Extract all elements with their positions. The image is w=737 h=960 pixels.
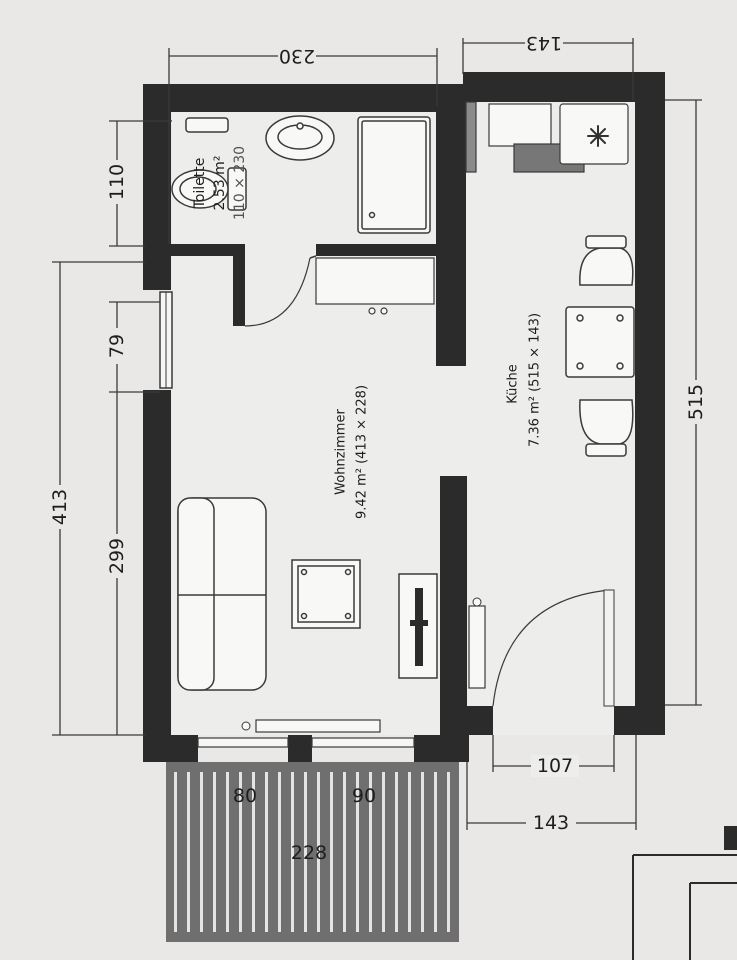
balcony-slat <box>369 772 372 932</box>
toilet-area: 2.53 m² <box>212 156 228 211</box>
toilet-name: Toilette <box>192 158 208 210</box>
toilet-door-swing <box>244 257 311 327</box>
dimension-labels: 230 143 110 79 299 413 515 107 143 80 90… <box>49 32 707 864</box>
wall-toilet-bottom-right <box>316 244 436 256</box>
adjacent-plan-fragment <box>632 826 737 960</box>
balcony-slat <box>421 772 424 932</box>
balcony-slat <box>213 772 216 932</box>
balcony-slat <box>187 772 190 932</box>
chair-bottom <box>579 399 634 445</box>
living-room-area: 9.42 m² (413 × 228) <box>355 385 370 519</box>
kitchen-door-swing <box>492 589 611 707</box>
bottom-windows <box>197 737 415 748</box>
outer-walls <box>143 72 665 762</box>
left-window <box>159 291 173 389</box>
wall-bottom-mid <box>288 735 312 762</box>
wall-left-upper <box>143 84 171 290</box>
balcony-slat <box>291 772 294 932</box>
radiator <box>241 719 381 733</box>
sink-cabinet <box>488 103 552 147</box>
dim-window-80: 80 <box>233 785 257 807</box>
coffee-table <box>291 559 361 629</box>
shower-tray-inner <box>361 120 427 230</box>
cabinet <box>315 257 435 305</box>
balcony-slat <box>239 772 242 932</box>
balcony-slat <box>408 772 411 932</box>
dim-left-299: 299 <box>106 538 128 574</box>
dim-balcony-228: 228 <box>291 842 327 864</box>
fridge <box>559 103 629 165</box>
wall-bottom-left <box>143 735 198 762</box>
wall-left-lower <box>143 390 171 762</box>
balcony-slat <box>330 772 333 932</box>
toilet-door-leaf <box>309 255 317 259</box>
wall-toilet-side <box>233 244 245 326</box>
kitchen-door-leaf <box>603 589 615 707</box>
faucet <box>296 122 304 130</box>
kitchen-shelf <box>468 597 486 689</box>
balcony-slat <box>434 772 437 932</box>
dim-left-79: 79 <box>106 334 128 358</box>
room-labels: Toilette 2.53 m² 110 × 230 Wohnzimmer 9.… <box>192 146 543 519</box>
wall-toilet-bottom <box>143 244 243 256</box>
dim-bottom-143: 143 <box>533 812 569 834</box>
toilet-fixtures <box>171 115 431 234</box>
balcony <box>166 762 459 942</box>
tv-console <box>398 573 438 679</box>
balcony-slat <box>265 772 268 932</box>
chair-top <box>579 247 634 286</box>
living-room-name: Wohnzimmer <box>334 409 349 495</box>
dining-table <box>565 306 635 378</box>
toilet-bowl-inner <box>179 176 217 202</box>
balcony-slat <box>395 772 398 932</box>
dim-top-230: 230 <box>279 45 315 67</box>
balcony-slat <box>200 772 203 932</box>
wall-top-left <box>143 84 436 112</box>
wall-bottom-kitchen-left <box>467 706 493 735</box>
dining-set <box>565 235 635 457</box>
balcony-slat <box>174 772 177 932</box>
balcony-slat <box>343 772 346 932</box>
balcony-slat <box>278 772 281 932</box>
balcony-slat <box>382 772 385 932</box>
balcony-slat <box>304 772 307 932</box>
washer-cabinet <box>315 257 435 315</box>
kitchen-name: Küche <box>506 364 521 404</box>
snowflake-icon <box>587 125 609 147</box>
dim-bottom-107: 107 <box>537 755 573 777</box>
towel-rail <box>185 117 229 133</box>
dim-top-143: 143 <box>526 32 562 54</box>
balcony-slat <box>317 772 320 932</box>
wall-divider-lower <box>440 476 467 762</box>
sofa <box>177 497 267 691</box>
shower-drain <box>368 211 376 219</box>
balcony-slat <box>252 772 255 932</box>
dim-left-110: 110 <box>106 164 128 200</box>
toilet-size: 110 × 230 <box>232 146 248 220</box>
wall-right <box>635 72 665 735</box>
balcony-slat <box>226 772 229 932</box>
balcony-slat <box>356 772 359 932</box>
wall-divider-upper <box>436 84 466 366</box>
dim-left-413: 413 <box>49 489 71 525</box>
kitchen-counter <box>465 101 629 173</box>
kitchen-area: 7.36 m² (515 × 143) <box>528 313 543 447</box>
dim-window-90: 90 <box>352 785 376 807</box>
wall-bottom-kitchen-right <box>614 706 665 735</box>
dim-right-515: 515 <box>685 384 707 420</box>
wall-top-right <box>463 72 663 102</box>
balcony-slat <box>447 772 450 932</box>
interior-walls <box>143 84 467 762</box>
